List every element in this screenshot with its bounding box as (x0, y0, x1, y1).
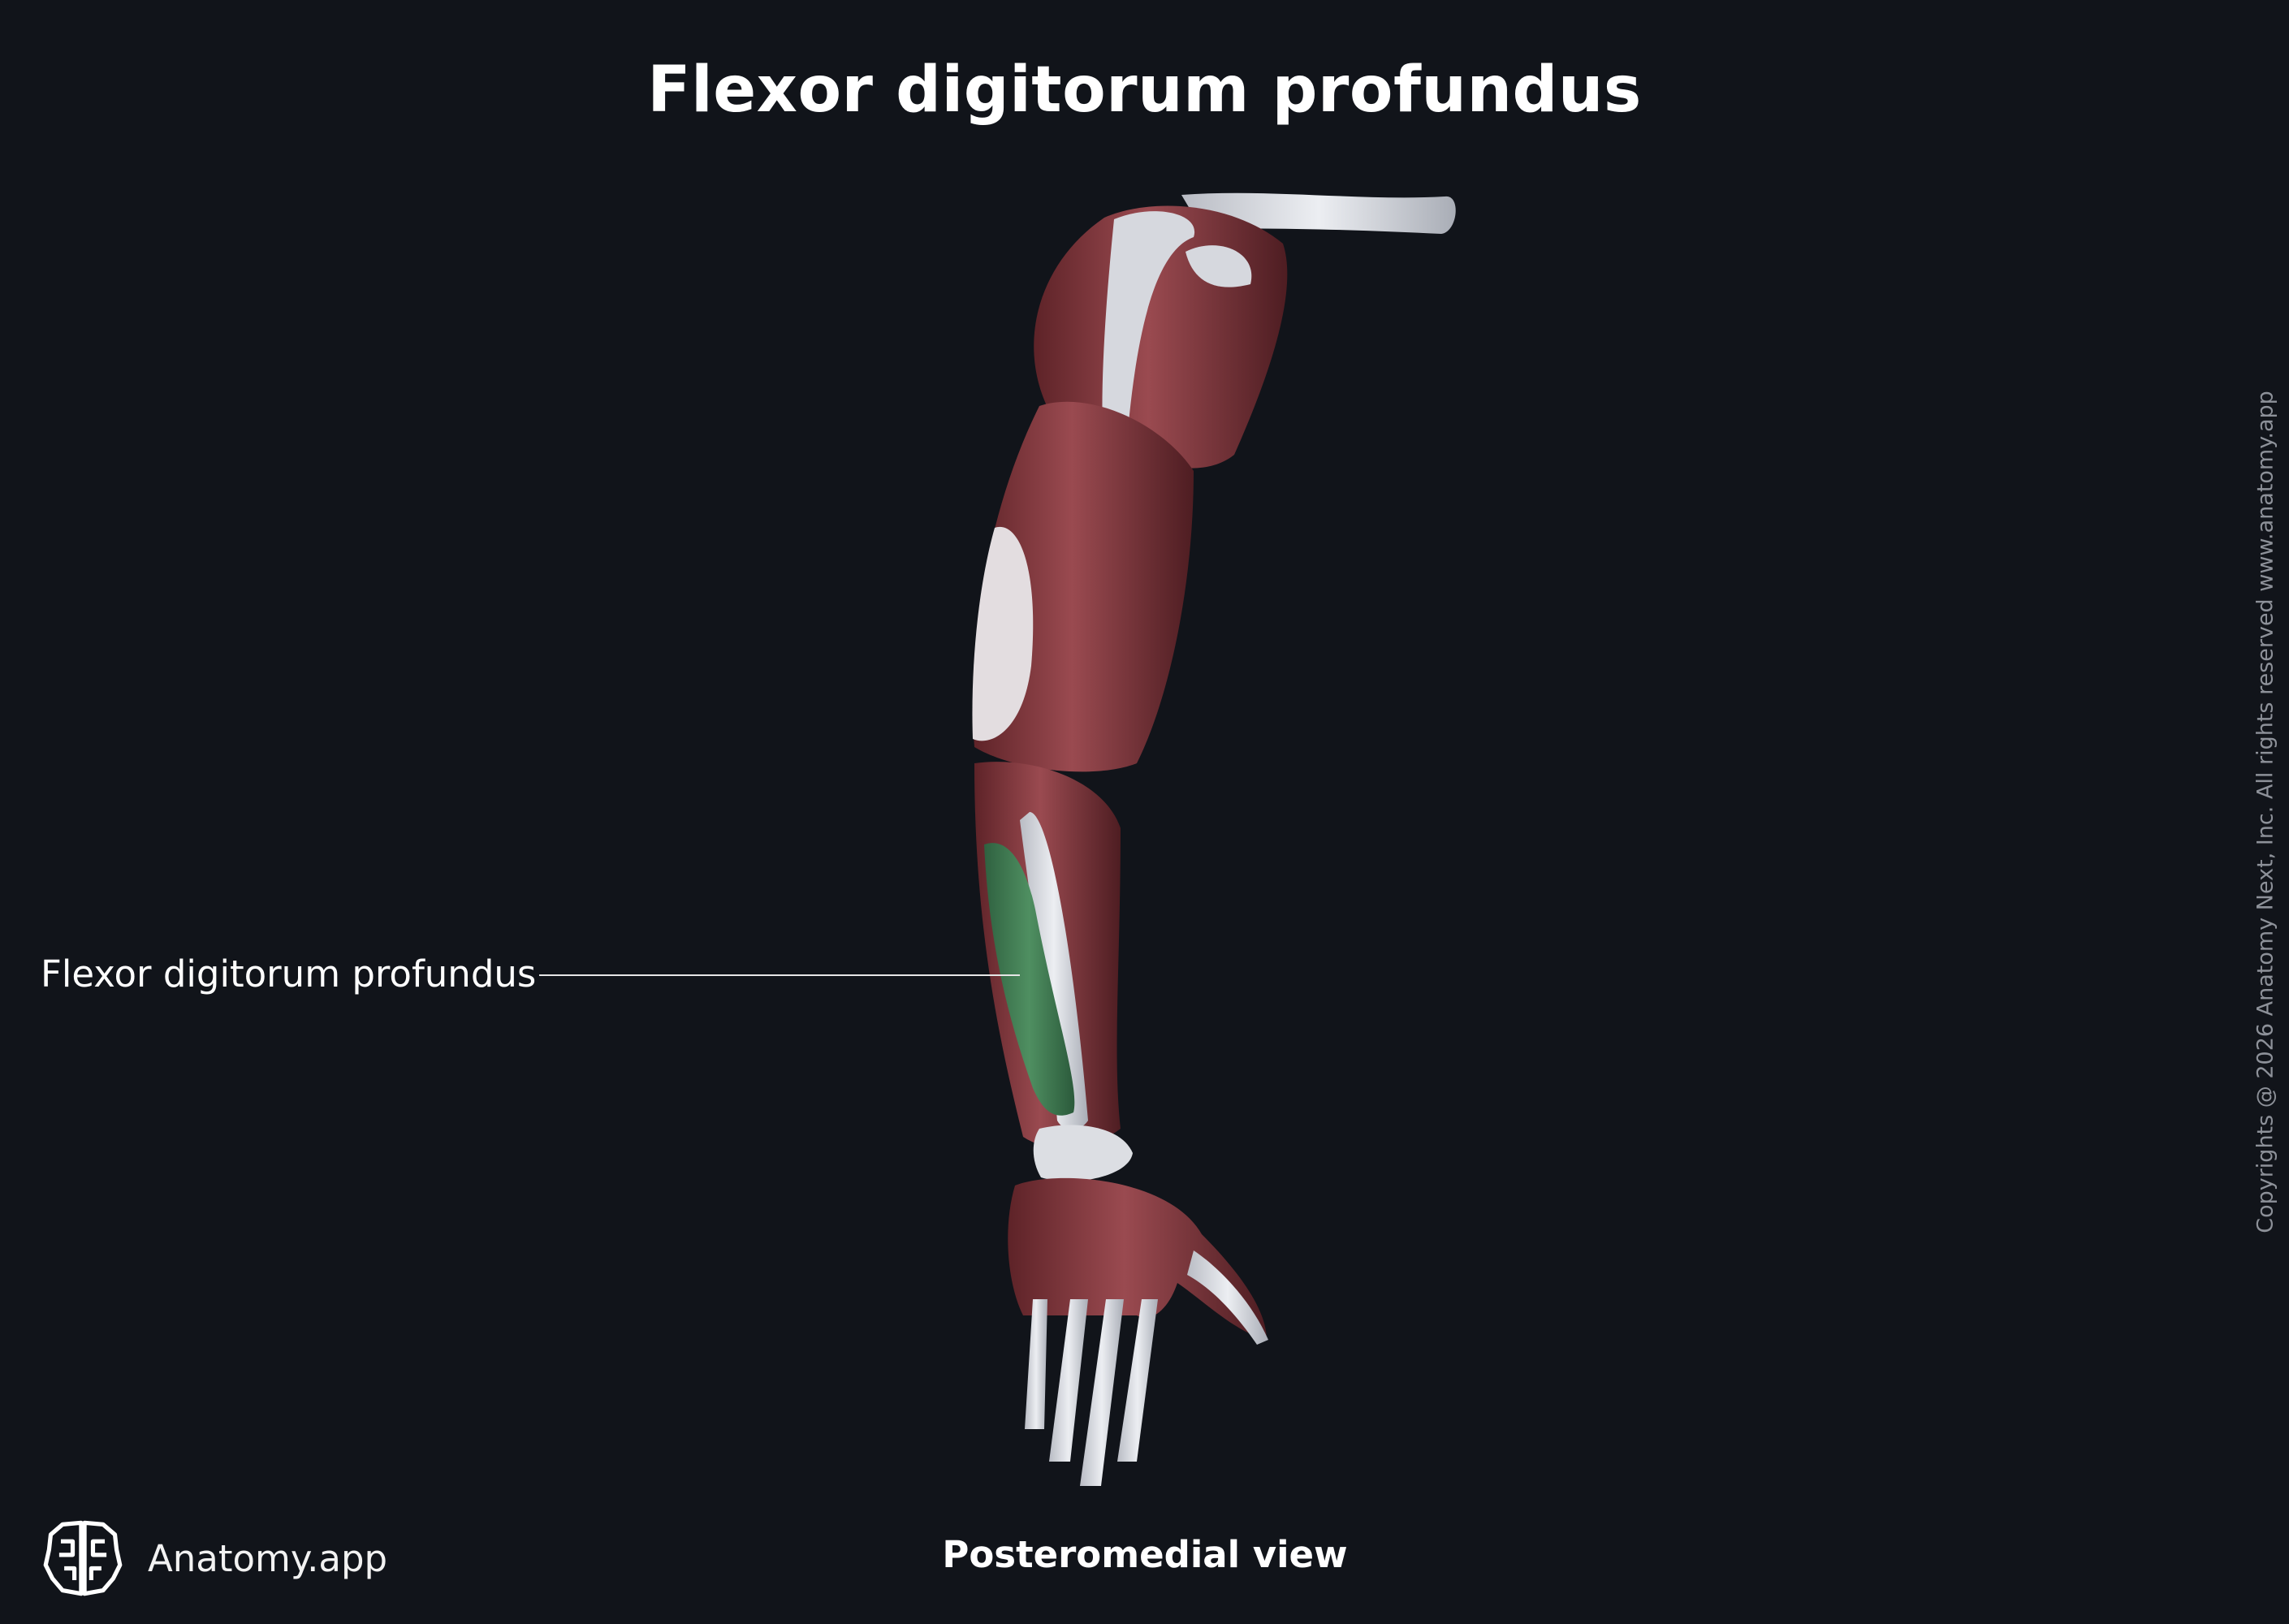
thumb (1187, 1250, 1268, 1345)
leader-line (539, 974, 1020, 976)
triceps-tendon (972, 526, 1034, 741)
highlighted-muscle (984, 843, 1075, 1116)
finger-1 (1025, 1299, 1047, 1429)
scapula (1102, 211, 1195, 481)
brain-logo-icon (43, 1520, 123, 1596)
brand-name: Anatomy.app (148, 1536, 388, 1580)
muscle-label: Flexor digitorum profundus (41, 952, 537, 996)
copyright-text: Copyrights @ 2026 Anatomy Next, Inc. All… (2252, 391, 2278, 1233)
page-title: Flexor digitorum profundus (647, 54, 1642, 127)
humeral-head (1186, 245, 1252, 287)
finger-4 (1117, 1299, 1158, 1462)
finger-2 (1049, 1299, 1088, 1462)
wrist-bones (1033, 1125, 1133, 1181)
finger-3 (1080, 1299, 1124, 1486)
ulna (1020, 812, 1088, 1130)
brand[interactable]: Anatomy.app (41, 1514, 387, 1603)
view-label: Posteromedial view (942, 1533, 1348, 1576)
